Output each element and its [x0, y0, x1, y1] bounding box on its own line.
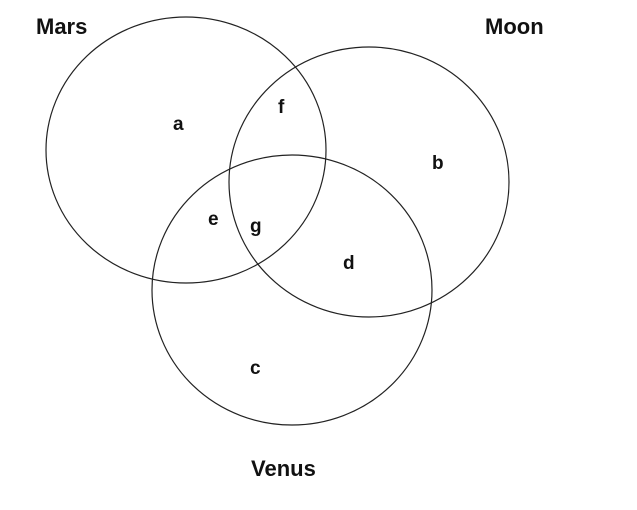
- region-moon-venus: d: [343, 253, 355, 274]
- mars-label: Mars: [36, 14, 87, 39]
- moon-label: Moon: [485, 14, 544, 39]
- region-venus-only: c: [250, 358, 261, 379]
- region-mars-moon: f: [278, 97, 285, 118]
- region-mars-venus: e: [208, 209, 219, 230]
- moon-circle: [228, 46, 510, 318]
- mars-circle: [45, 16, 327, 284]
- venus-circle: [151, 154, 433, 426]
- venus-label: Venus: [251, 456, 316, 481]
- region-mars-only: a: [173, 114, 184, 135]
- region-all-three: g: [250, 216, 262, 237]
- region-moon-only: b: [432, 153, 444, 174]
